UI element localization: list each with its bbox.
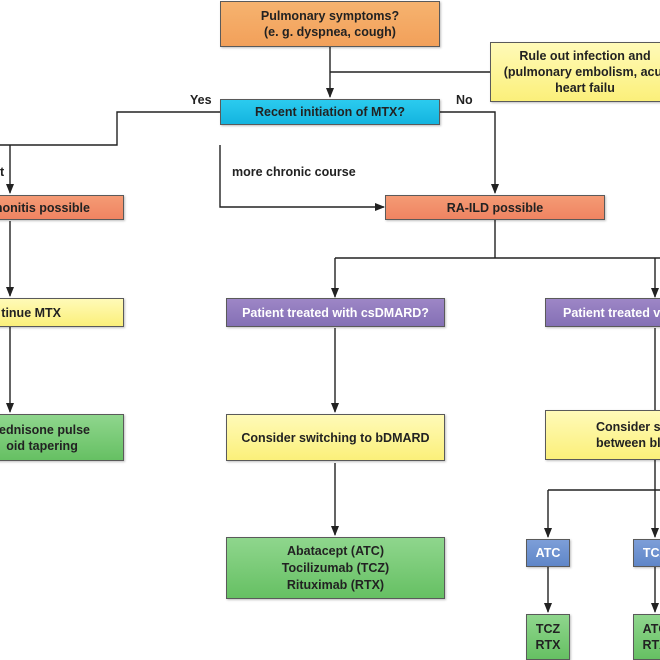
node-continue-mtx: tinue MTX: [0, 298, 124, 327]
line-consider-split: [548, 460, 660, 491]
node-switch-bdmard: Consider switching to bDMARD: [226, 414, 445, 461]
edge-label-acute: t: [0, 165, 5, 179]
edge-label-yes: Yes: [190, 93, 212, 107]
node-consider-s: Consider s between bl: [545, 410, 660, 460]
node-rule-out: Rule out infection and (pulmonary emboli…: [490, 42, 660, 102]
edge-label-no: No: [456, 93, 473, 107]
edge-label-chronic: more chronic course: [232, 165, 356, 179]
node-recent-mtx: Recent initiation of MTX?: [220, 99, 440, 125]
line-ra-ild-split: [335, 219, 660, 259]
node-prednisone: rednisone pulse oid tapering: [0, 414, 124, 461]
arrow-chronic-to-ra-ild: [219, 145, 385, 211]
node-tcz-cut: TCZ: [633, 539, 660, 567]
node-abatacept: Abatacept (ATC) Tocilizumab (TCZ) Rituxi…: [226, 537, 445, 599]
arrow-no-to-ra-ild: [440, 111, 499, 194]
arrow-yes-to-pneumonitis: [0, 111, 220, 146]
node-pneumonitis: monitis possible: [0, 195, 124, 220]
node-treated-v: Patient treated v: [545, 298, 660, 327]
node-pulmonary-symptoms: Pulmonary symptoms? (e. g. dyspnea, coug…: [220, 1, 440, 47]
node-tcz-rtx: TCZ RTX: [526, 614, 570, 660]
node-atc: ATC: [526, 539, 570, 567]
node-ra-ild: RA-ILD possible: [385, 195, 605, 220]
node-atc-rtx-cut: ATC RTX: [633, 614, 660, 660]
node-csdmard: Patient treated with csDMARD?: [226, 298, 445, 327]
